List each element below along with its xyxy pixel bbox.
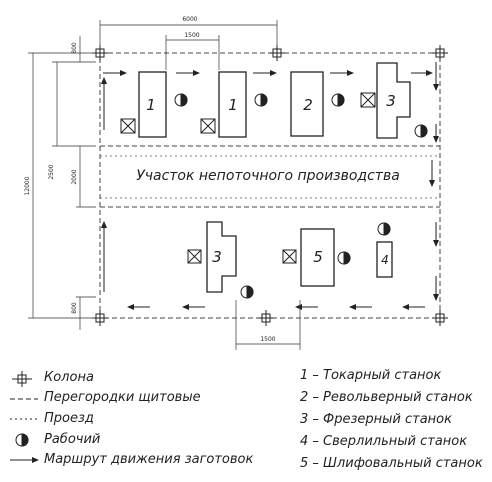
machine-legend-item: 1 – Токарный станок: [300, 368, 441, 383]
machine-number: 1: [228, 96, 238, 114]
machine-top-1: 1: [120, 71, 167, 138]
route-arrows: [101, 62, 439, 310]
machine-bottom-3: 4: [376, 241, 393, 278]
machine-number: 2: [303, 96, 313, 114]
machine-base-icon: [200, 118, 216, 134]
machine-legend-label: 5 – Шлифовальный станок: [300, 456, 483, 471]
machine-legend-item: 3 – Фрезерный станок: [300, 412, 452, 427]
dim-total-height: 12000: [24, 176, 31, 195]
worker-icon: [240, 285, 254, 299]
legend-item: Рабочий: [44, 432, 100, 447]
machine-base-icon: [360, 92, 376, 108]
machine-number: 4: [381, 253, 389, 267]
machine-base-icon: [187, 249, 202, 264]
worker-icon: [331, 93, 345, 107]
legend-item: Маршрут движения заготовок: [44, 452, 253, 467]
workers: [174, 93, 428, 299]
worker-icon: [254, 93, 268, 107]
legend-symbols: [10, 371, 39, 463]
legend-label: Маршрут движения заготовок: [44, 452, 254, 467]
dimension-lines: [28, 20, 301, 350]
machine-legend-label: 4 – Сверлильный станок: [300, 434, 468, 449]
section-label: Участок непоточного производства: [136, 168, 400, 184]
dim-partition-top: 800: [71, 42, 78, 54]
machine-number: 5: [313, 248, 323, 266]
legend-item: Колона: [44, 370, 94, 385]
dim-aisle-width: 2000: [71, 169, 78, 184]
machine-number: 1: [146, 96, 156, 114]
machine-number: 3: [386, 92, 396, 110]
worker-icon: [337, 251, 351, 265]
columns: [92, 45, 448, 326]
column-icon: [432, 45, 448, 61]
machine-base-icon: [282, 249, 297, 264]
machine-bottom-1: 3: [187, 221, 237, 293]
column-icon: [12, 371, 32, 387]
machine-number: 3: [212, 248, 222, 266]
legend-item: Проезд: [44, 411, 94, 426]
machine-legend-label: 1 – Токарный станок: [300, 368, 442, 383]
legend-label: Проезд: [44, 411, 94, 426]
worker-icon: [15, 433, 29, 447]
dim-section-height: 2500: [48, 164, 55, 179]
machine-legend-item: 4 – Сверлильный станок: [300, 434, 467, 449]
aisle-lines: [100, 155, 440, 199]
dim-bottom-spacing: 1500: [260, 336, 275, 343]
column-icon: [258, 310, 274, 326]
dim-half-spacing: 1500: [184, 32, 199, 39]
legend-label: Колона: [44, 370, 94, 385]
legend-label: Рабочий: [44, 432, 101, 447]
machine-top-4: 3: [360, 62, 411, 139]
machine-bottom-2: 5: [282, 228, 335, 287]
dim-partition-bottom: 800: [71, 302, 78, 314]
column-icon: [432, 310, 448, 326]
legend-item: Перегородки щитовые: [44, 390, 201, 405]
machine-base-icon: [120, 118, 136, 134]
worker-icon: [377, 222, 391, 236]
machine-legend-label: 3 – Фрезерный станок: [300, 412, 452, 427]
worker-icon: [414, 124, 428, 138]
machine-top-2: 1: [200, 71, 247, 138]
machine-top-3: 2: [290, 71, 324, 137]
machine-legend-label: 2 – Револьверный станок: [300, 390, 473, 405]
legend-label: Перегородки щитовые: [44, 390, 201, 405]
machine-legend-item: 5 – Шлифовальный станок: [300, 456, 483, 471]
worker-icon: [174, 93, 188, 107]
dim-col-spacing: 6000: [182, 16, 197, 23]
machine-legend-item: 2 – Револьверный станок: [300, 390, 473, 405]
